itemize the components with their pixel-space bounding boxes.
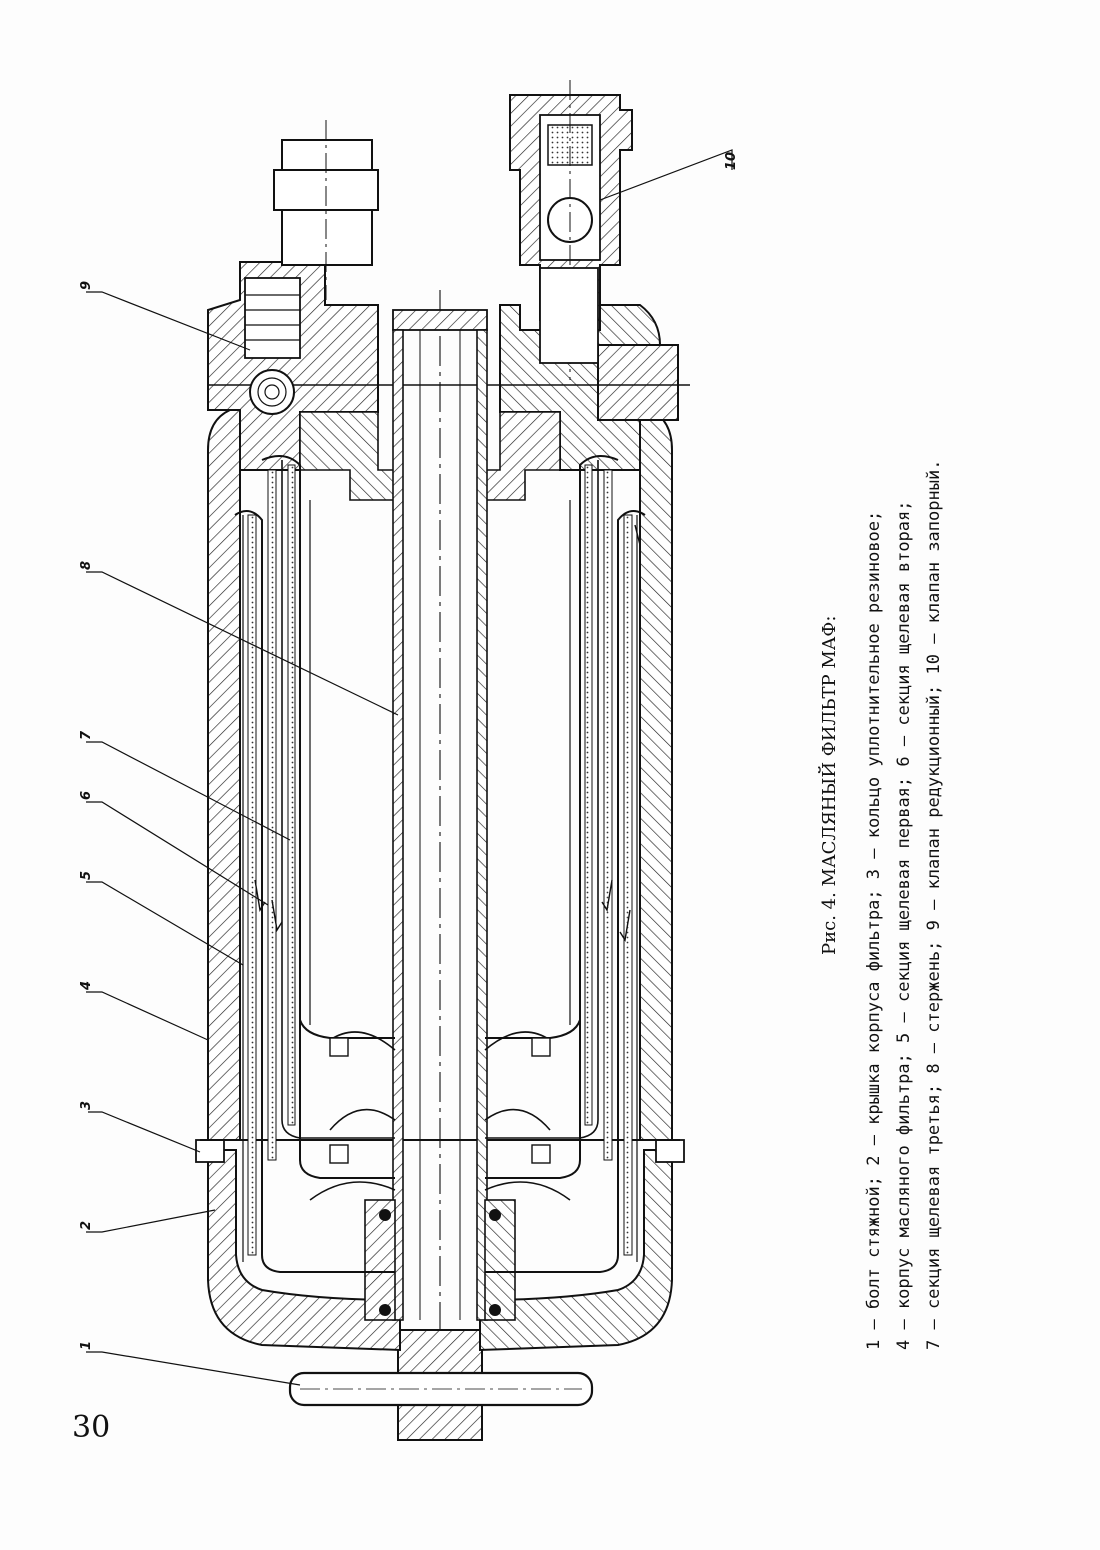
callout-4: 4 (79, 981, 94, 991)
page-number: 30 (72, 1410, 111, 1445)
legend-line-1: 1 – болт стяжной; 2 – крышка корпуса фил… (864, 510, 884, 1350)
figure-title: Рис. 4. МАСЛЯНЫЙ ФИЛЬТР МАФ: (819, 615, 840, 955)
slotted-filter-sections-right (484, 455, 646, 1273)
callout-8: 8 (79, 561, 94, 570)
callout-3: 3 (79, 1101, 94, 1110)
callout-numbers: 1 2 3 4 5 6 7 8 9 10 (79, 152, 739, 1350)
shutoff-valve-fitting (509, 80, 633, 380)
inlet-fitting (244, 120, 379, 415)
callout-10: 10 (724, 152, 739, 170)
central-rod (364, 309, 516, 1321)
legend-line-2: 4 – корпус масляного фильтра; 5 – секция… (894, 500, 914, 1351)
callout-5: 5 (79, 871, 94, 880)
callout-6: 6 (79, 791, 94, 800)
callout-7: 7 (79, 730, 94, 740)
filter-housing-cover (195, 1139, 685, 1352)
callout-leaders (86, 149, 733, 1386)
tie-bolt (288, 1329, 594, 1441)
callout-1: 1 (79, 1341, 94, 1350)
flow-arrows (254, 524, 641, 942)
callout-9: 9 (79, 281, 94, 290)
callout-2: 2 (79, 1221, 94, 1230)
legend-line-3: 7 – секция щелевая третья; 8 – стержень;… (924, 459, 944, 1350)
slotted-filter-sections-left (234, 455, 396, 1273)
figure-caption: Рис. 4. МАСЛЯНЫЙ ФИЛЬТР МАФ: 1 – болт ст… (815, 50, 949, 1350)
filter-housing-body (200, 409, 680, 1141)
